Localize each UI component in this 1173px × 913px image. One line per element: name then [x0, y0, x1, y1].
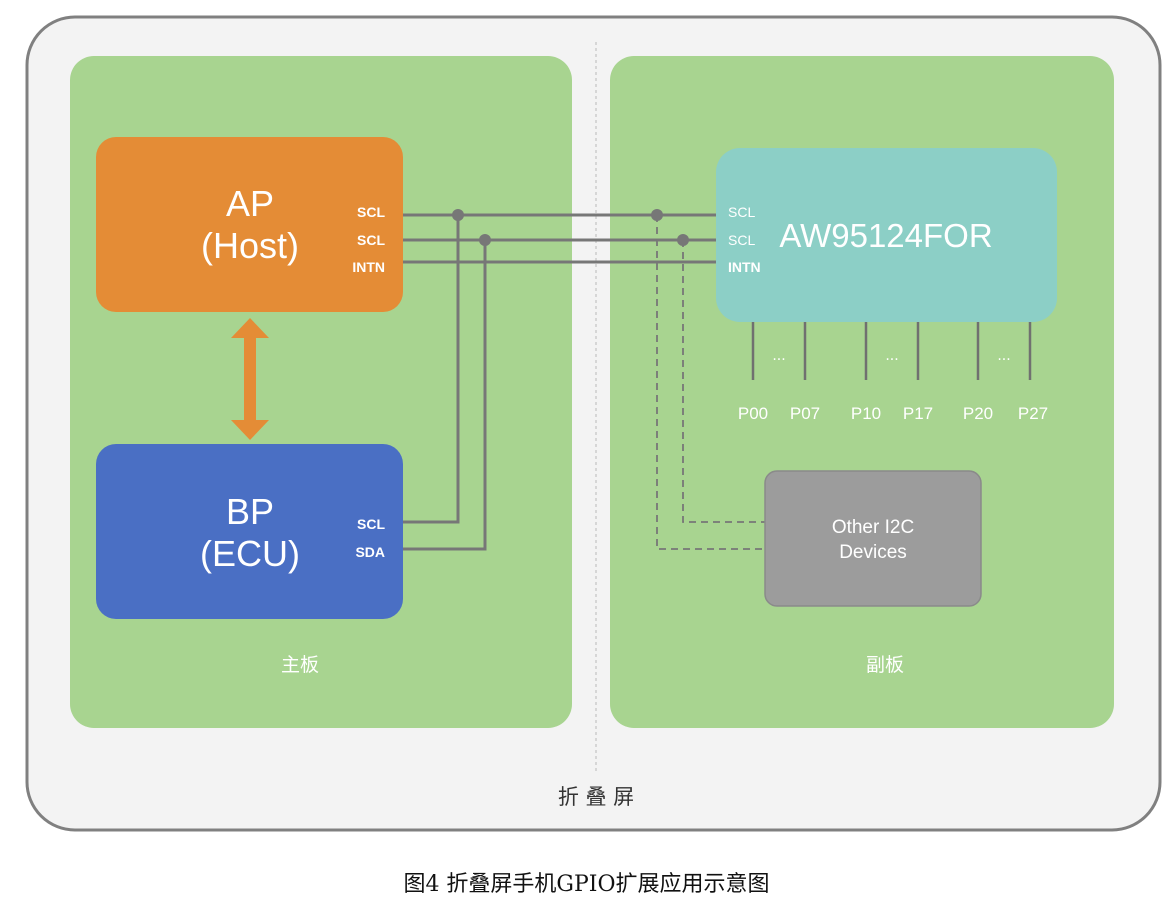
port-ellipsis-2: ... [997, 348, 1010, 364]
sub-board-label: 副板 [866, 654, 904, 676]
ap-subtitle: (Host) [201, 225, 299, 266]
port-label-p17: P17 [903, 404, 933, 423]
figure-caption: 图4 折叠屏手机GPIO扩展应用示意图 [403, 872, 770, 897]
chip-gpio-pins [751, 322, 1032, 380]
port-label-p20: P20 [963, 404, 993, 423]
wire-junctions [452, 209, 689, 246]
chip-name: AW95124FOR [779, 217, 992, 254]
main-board-label: 主板 [281, 654, 319, 676]
chip-pin-scl-1: SCL [728, 204, 755, 220]
ap-pin-intn: INTN [352, 259, 385, 275]
bp-pin-sda: SDA [355, 544, 385, 560]
foldable-frame-label: 折 叠 屏 [558, 785, 634, 809]
chip-pin-intn: INTN [728, 259, 761, 275]
port-label-p07: P07 [790, 404, 820, 423]
ap-block [96, 137, 403, 312]
ap-pin-scl-2: SCL [357, 232, 385, 248]
chip-block [716, 148, 1057, 322]
port-ellipsis-0: ... [772, 348, 785, 364]
chip-pin-scl-2: SCL [728, 232, 755, 248]
other-devices-line2: Devices [839, 542, 907, 563]
other-device-wires [656, 215, 765, 550]
bp-block [96, 444, 403, 619]
other-i2c-devices-block [764, 470, 982, 607]
other-devices-line1: Other I2C [832, 517, 914, 538]
ap-bp-double-arrow [231, 318, 269, 440]
port-ellipsis-1: ... [885, 348, 898, 364]
port-label-p27: P27 [1018, 404, 1048, 423]
bp-pin-scl: SCL [357, 516, 385, 532]
bp-subtitle: (ECU) [200, 533, 300, 574]
ap-pin-scl-1: SCL [357, 204, 385, 220]
i2c-bus-wires [403, 213, 716, 551]
bp-title: BP [226, 491, 274, 532]
ap-title: AP [226, 183, 274, 224]
port-label-p10: P10 [851, 404, 881, 423]
port-label-p00: P00 [738, 404, 768, 423]
port-labels: P00 P07 P10 P17 P20 P27 [738, 404, 1048, 423]
